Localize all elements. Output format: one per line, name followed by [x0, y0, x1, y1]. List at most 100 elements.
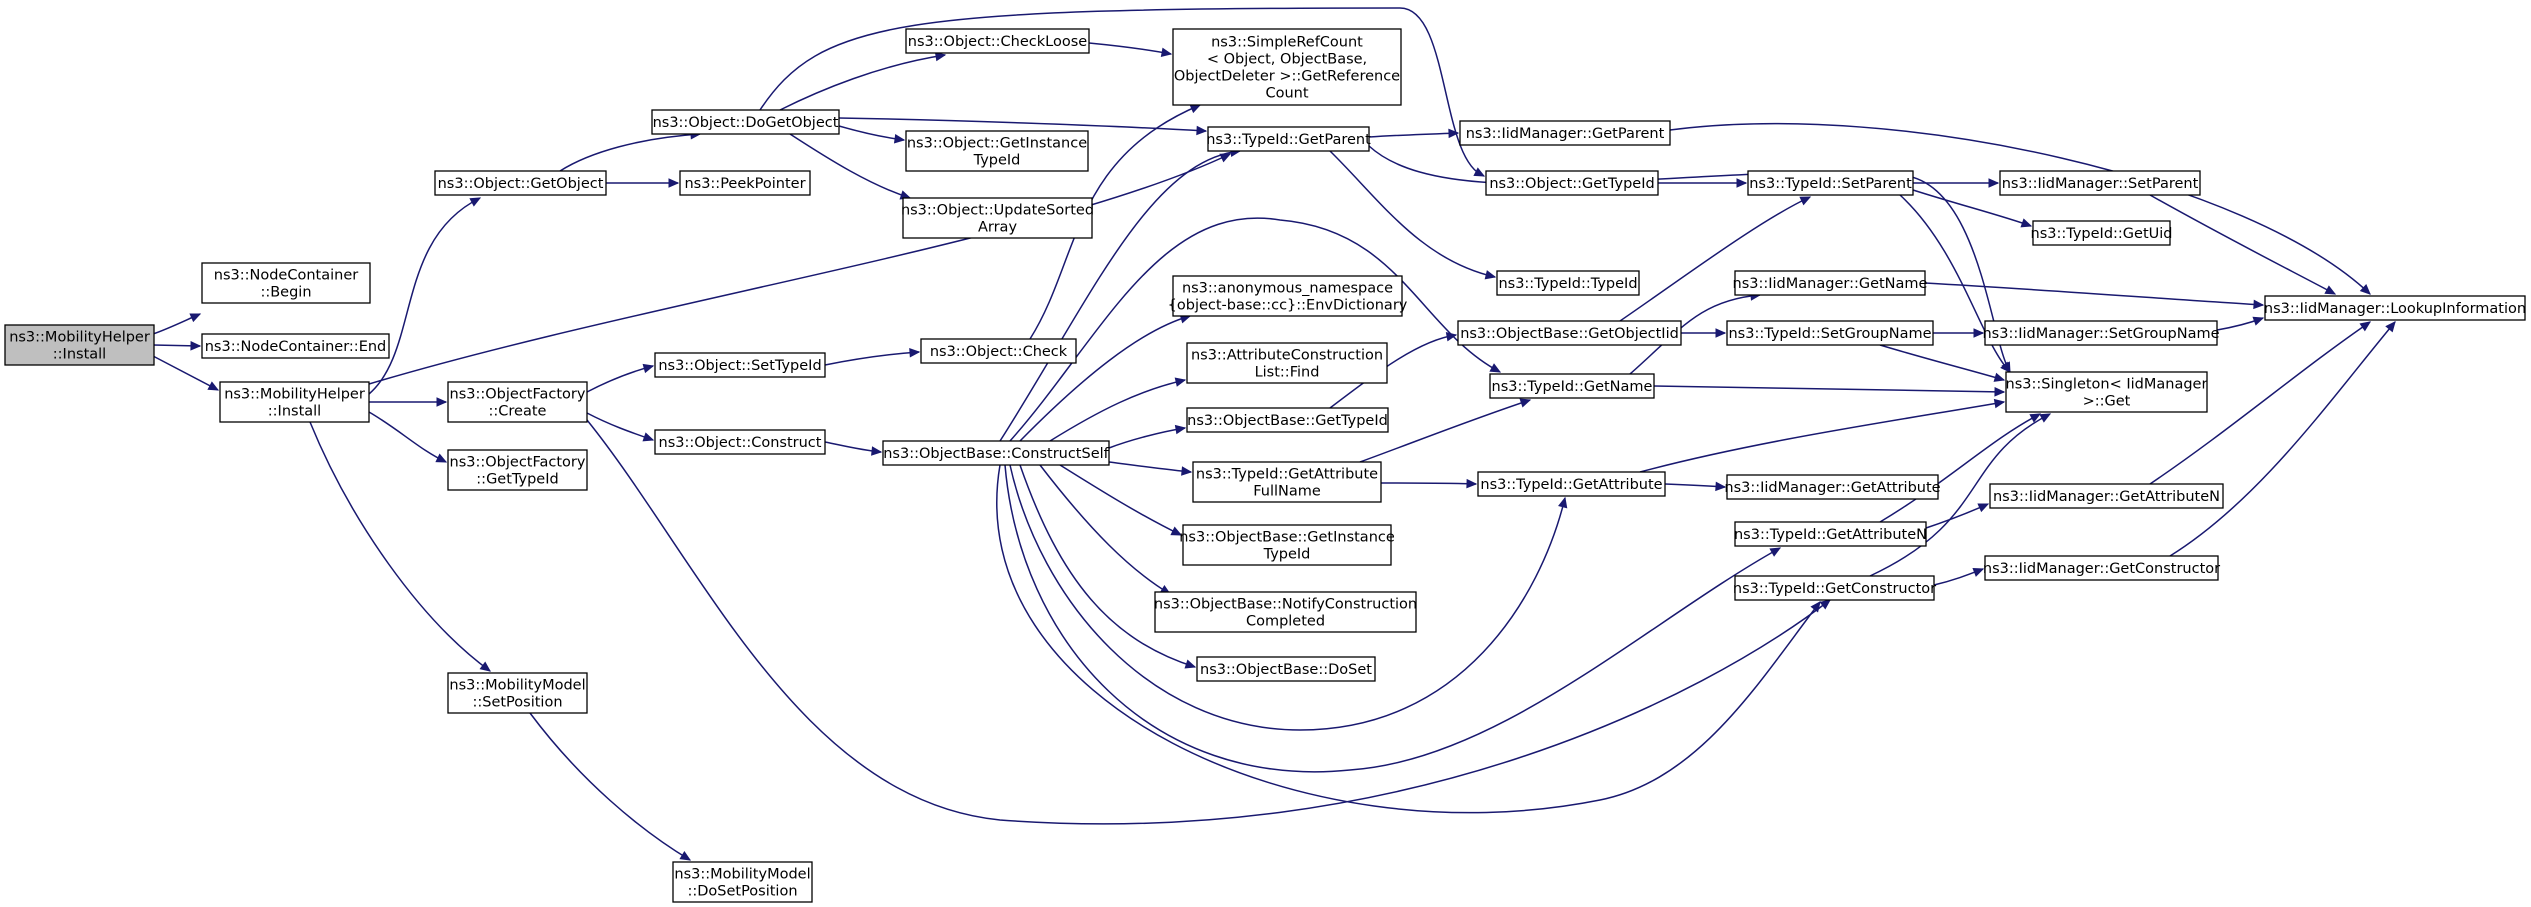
node-objbase-gettypeid[interactable]: ns3::ObjectBase::GetTypeId [1186, 407, 1389, 433]
node-objbase-getobjectiid[interactable]: ns3::ObjectBase::GetObjectIid [1457, 320, 1682, 346]
node-iid-getparent[interactable]: ns3::IidManager::GetParent [1459, 120, 1671, 146]
node-mm-dosetposition[interactable]: ns3::MobilityModel::DoSetPosition [672, 861, 813, 903]
node-iid-lookup[interactable]: ns3::IidManager::LookupInformation [2264, 295, 2526, 321]
node-label-line: ns3::ObjectBase::GetInstance [1179, 530, 1395, 546]
node-label-line: ns3::ObjectFactory [450, 387, 586, 403]
node-typeid-getconstructor[interactable]: ns3::TypeId::GetConstructor [1733, 575, 1936, 601]
node-box [1734, 521, 1927, 547]
node-label-line: {object-base::cc}::EnvDictionary [1168, 298, 1408, 314]
edge-mh-install-to-objfactory-gettypeid-arrowhead [435, 453, 448, 463]
node-typeid-setparent[interactable]: ns3::TypeId::SetParent [1747, 170, 1914, 196]
edge-obj-check-to-simplerefcount-arrowhead [1189, 104, 1202, 114]
node-mh-install[interactable]: ns3::MobilityHelper::Install [219, 381, 370, 423]
edge-mh-install-to-obj-getobject [368, 197, 481, 395]
node-label-line: ns3::MobilityModel [449, 678, 585, 694]
node-label-line: ::Install [53, 347, 106, 363]
node-box [1726, 474, 1939, 500]
edge-mh-install-to-typeid-getparent [368, 153, 1231, 385]
edge-mh-install-to-obj-getobject-arrowhead [469, 197, 482, 207]
edge-objbase-constructself-to-typeid-getconstructor-arrowhead [1810, 601, 1821, 613]
node-label-line: ns3::TypeId::GetAttribute [1196, 467, 1378, 483]
edge-mh-install-to-objfactory-create-arrowhead [436, 397, 448, 407]
edge-typeid-getconstructor-to-iid-getconstructor-arrowhead [1972, 567, 1985, 577]
edge-objbase-constructself-to-typeid-getattributen-arrowhead [1769, 547, 1782, 557]
edge-typeid-getattribute-to-iid-getattribute-arrowhead [1715, 481, 1727, 492]
edge-mh-install-to-objfactory-gettypeid [368, 411, 447, 463]
node-obj-settypeid[interactable]: ns3::Object::SetTypeId [654, 352, 826, 378]
edge-objbase-constructself-to-attrconstlist-find [1049, 379, 1186, 442]
node-nc-begin[interactable]: ns3::NodeContainer::Begin [201, 262, 371, 304]
node-objbase-doset[interactable]: ns3::ObjectBase::DoSet [1196, 656, 1376, 682]
edge-mh-install-root-to-nc-end-arrowhead [190, 341, 202, 351]
edge-objbase-constructself-to-typeid-getname-arrowhead [1489, 363, 1502, 373]
node-box [1192, 461, 1382, 503]
node-typeid-getattribute[interactable]: ns3::TypeId::GetAttribute [1477, 471, 1666, 497]
node-typeid-getuid[interactable]: ns3::TypeId::GetUid [2031, 220, 2173, 246]
edge-typeid-getattribute-to-singleton-get [1639, 401, 2005, 473]
node-box [1496, 270, 1640, 296]
node-mh-install-root[interactable]: ns3::MobilityHelper::Install [4, 324, 155, 366]
node-label-line: ns3::anonymous_namespace [1182, 281, 1393, 297]
node-label-line: ns3::Singleton< IidManager [2006, 377, 2208, 393]
node-typeid-typeid[interactable]: ns3::TypeId::TypeId [1496, 270, 1640, 296]
node-iid-getconstructor[interactable]: ns3::IidManager::GetConstructor [1983, 555, 2220, 581]
node-box [1186, 342, 1388, 384]
edge-objbase-constructself-to-objbase-doset-arrowhead [1184, 659, 1197, 669]
node-label-line: ns3::ObjectBase::NotifyConstruction [1154, 597, 1417, 613]
edge-obj-checkloose-to-simplerefcount-arrowhead [1160, 47, 1173, 57]
node-simplerefcount[interactable]: ns3::SimpleRefCount< Object, ObjectBase,… [1172, 28, 1402, 106]
node-typeid-getattributen[interactable]: ns3::TypeId::GetAttributeN [1734, 521, 1927, 547]
edge-typeid-getattributefullname-to-typeid-getattribute [1380, 482, 1477, 485]
edge-typeid-getattributen-to-iid-getattributen [1925, 503, 1989, 529]
node-box [1989, 483, 2224, 509]
node-typeid-getparent[interactable]: ns3::TypeId::GetParent [1206, 126, 1371, 152]
node-obj-checkloose[interactable]: ns3::Object::CheckLoose [905, 28, 1090, 54]
edge-iid-getparent-to-iid-lookup [1669, 122, 2371, 295]
node-label-line: ns3::IidManager::GetName [1733, 276, 1928, 292]
node-nc-end[interactable]: ns3::NodeContainer::End [201, 333, 390, 359]
node-typeid-getname[interactable]: ns3::TypeId::GetName [1489, 373, 1655, 399]
node-label-line: ns3::Object::GetTypeId [1489, 176, 1654, 192]
node-label-line: ns3::MobilityModel [674, 867, 810, 883]
edge-objbase-constructself-to-typeid-getattributen [1004, 464, 1781, 773]
node-obj-dogetobject[interactable]: ns3::Object::DoGetObject [651, 109, 840, 135]
node-iid-setgroupname[interactable]: ns3::IidManager::SetGroupName [1982, 320, 2220, 346]
node-peekpointer[interactable]: ns3::PeekPointer [679, 170, 811, 196]
edge-typeid-setparent-to-typeid-getuid-arrowhead [2020, 218, 2033, 228]
edge-mm-setposition-to-mm-dosetposition [529, 712, 691, 861]
node-mm-setposition[interactable]: ns3::MobilityModel::SetPosition [447, 672, 588, 714]
node-iid-getname[interactable]: ns3::IidManager::GetName [1733, 270, 1928, 296]
node-objbase-notifyconstruction[interactable]: ns3::ObjectBase::NotifyConstructionCompl… [1154, 591, 1417, 633]
edge-objbase-constructself-to-objbase-gettypeid [1108, 427, 1186, 449]
node-objfactory-create[interactable]: ns3::ObjectFactory::Create [447, 381, 588, 423]
node-obj-gettypeid[interactable]: ns3::Object::GetTypeId [1485, 170, 1659, 196]
node-obj-check[interactable]: ns3::Object::Check [920, 338, 1077, 364]
node-label-line: ns3::MobilityHelper [9, 330, 150, 346]
node-label-line: ns3::SimpleRefCount [1211, 35, 1363, 51]
edge-typeid-setgroupname-to-iid-setgroupname-arrowhead [1973, 328, 1985, 338]
node-objbase-constructself[interactable]: ns3::ObjectBase::ConstructSelf [882, 440, 1110, 466]
node-singleton-get[interactable]: ns3::Singleton< IidManager>::Get [2005, 371, 2208, 413]
node-typeid-setgroupname[interactable]: ns3::TypeId::SetGroupName [1726, 320, 1934, 346]
node-label-line: ns3::ObjectBase::GetObjectIid [1460, 326, 1679, 342]
node-objfactory-gettypeid[interactable]: ns3::ObjectFactory::GetTypeId [447, 449, 588, 491]
node-label-line: TypeId [973, 153, 1021, 169]
node-iid-getattribute[interactable]: ns3::IidManager::GetAttribute [1724, 474, 1941, 500]
edge-objbase-constructself-to-anon-envdict [1019, 315, 1191, 442]
node-box [447, 381, 588, 423]
node-iid-getattributen[interactable]: ns3::IidManager::GetAttributeN [1989, 483, 2224, 509]
node-label-line: ns3::Object::SetTypeId [658, 358, 821, 374]
node-obj-construct[interactable]: ns3::Object::Construct [654, 429, 826, 455]
edge-typeid-setparent-to-iid-setparent-arrowhead [1988, 178, 2000, 188]
node-label-line: ns3::NodeContainer::End [205, 339, 387, 355]
node-iid-setparent[interactable]: ns3::IidManager::SetParent [1999, 170, 2201, 196]
node-obj-getobject[interactable]: ns3::Object::GetObject [434, 170, 607, 196]
node-box [1726, 320, 1934, 346]
node-anon-envdict[interactable]: ns3::anonymous_namespace{object-base::cc… [1168, 275, 1408, 317]
node-box [654, 429, 826, 455]
